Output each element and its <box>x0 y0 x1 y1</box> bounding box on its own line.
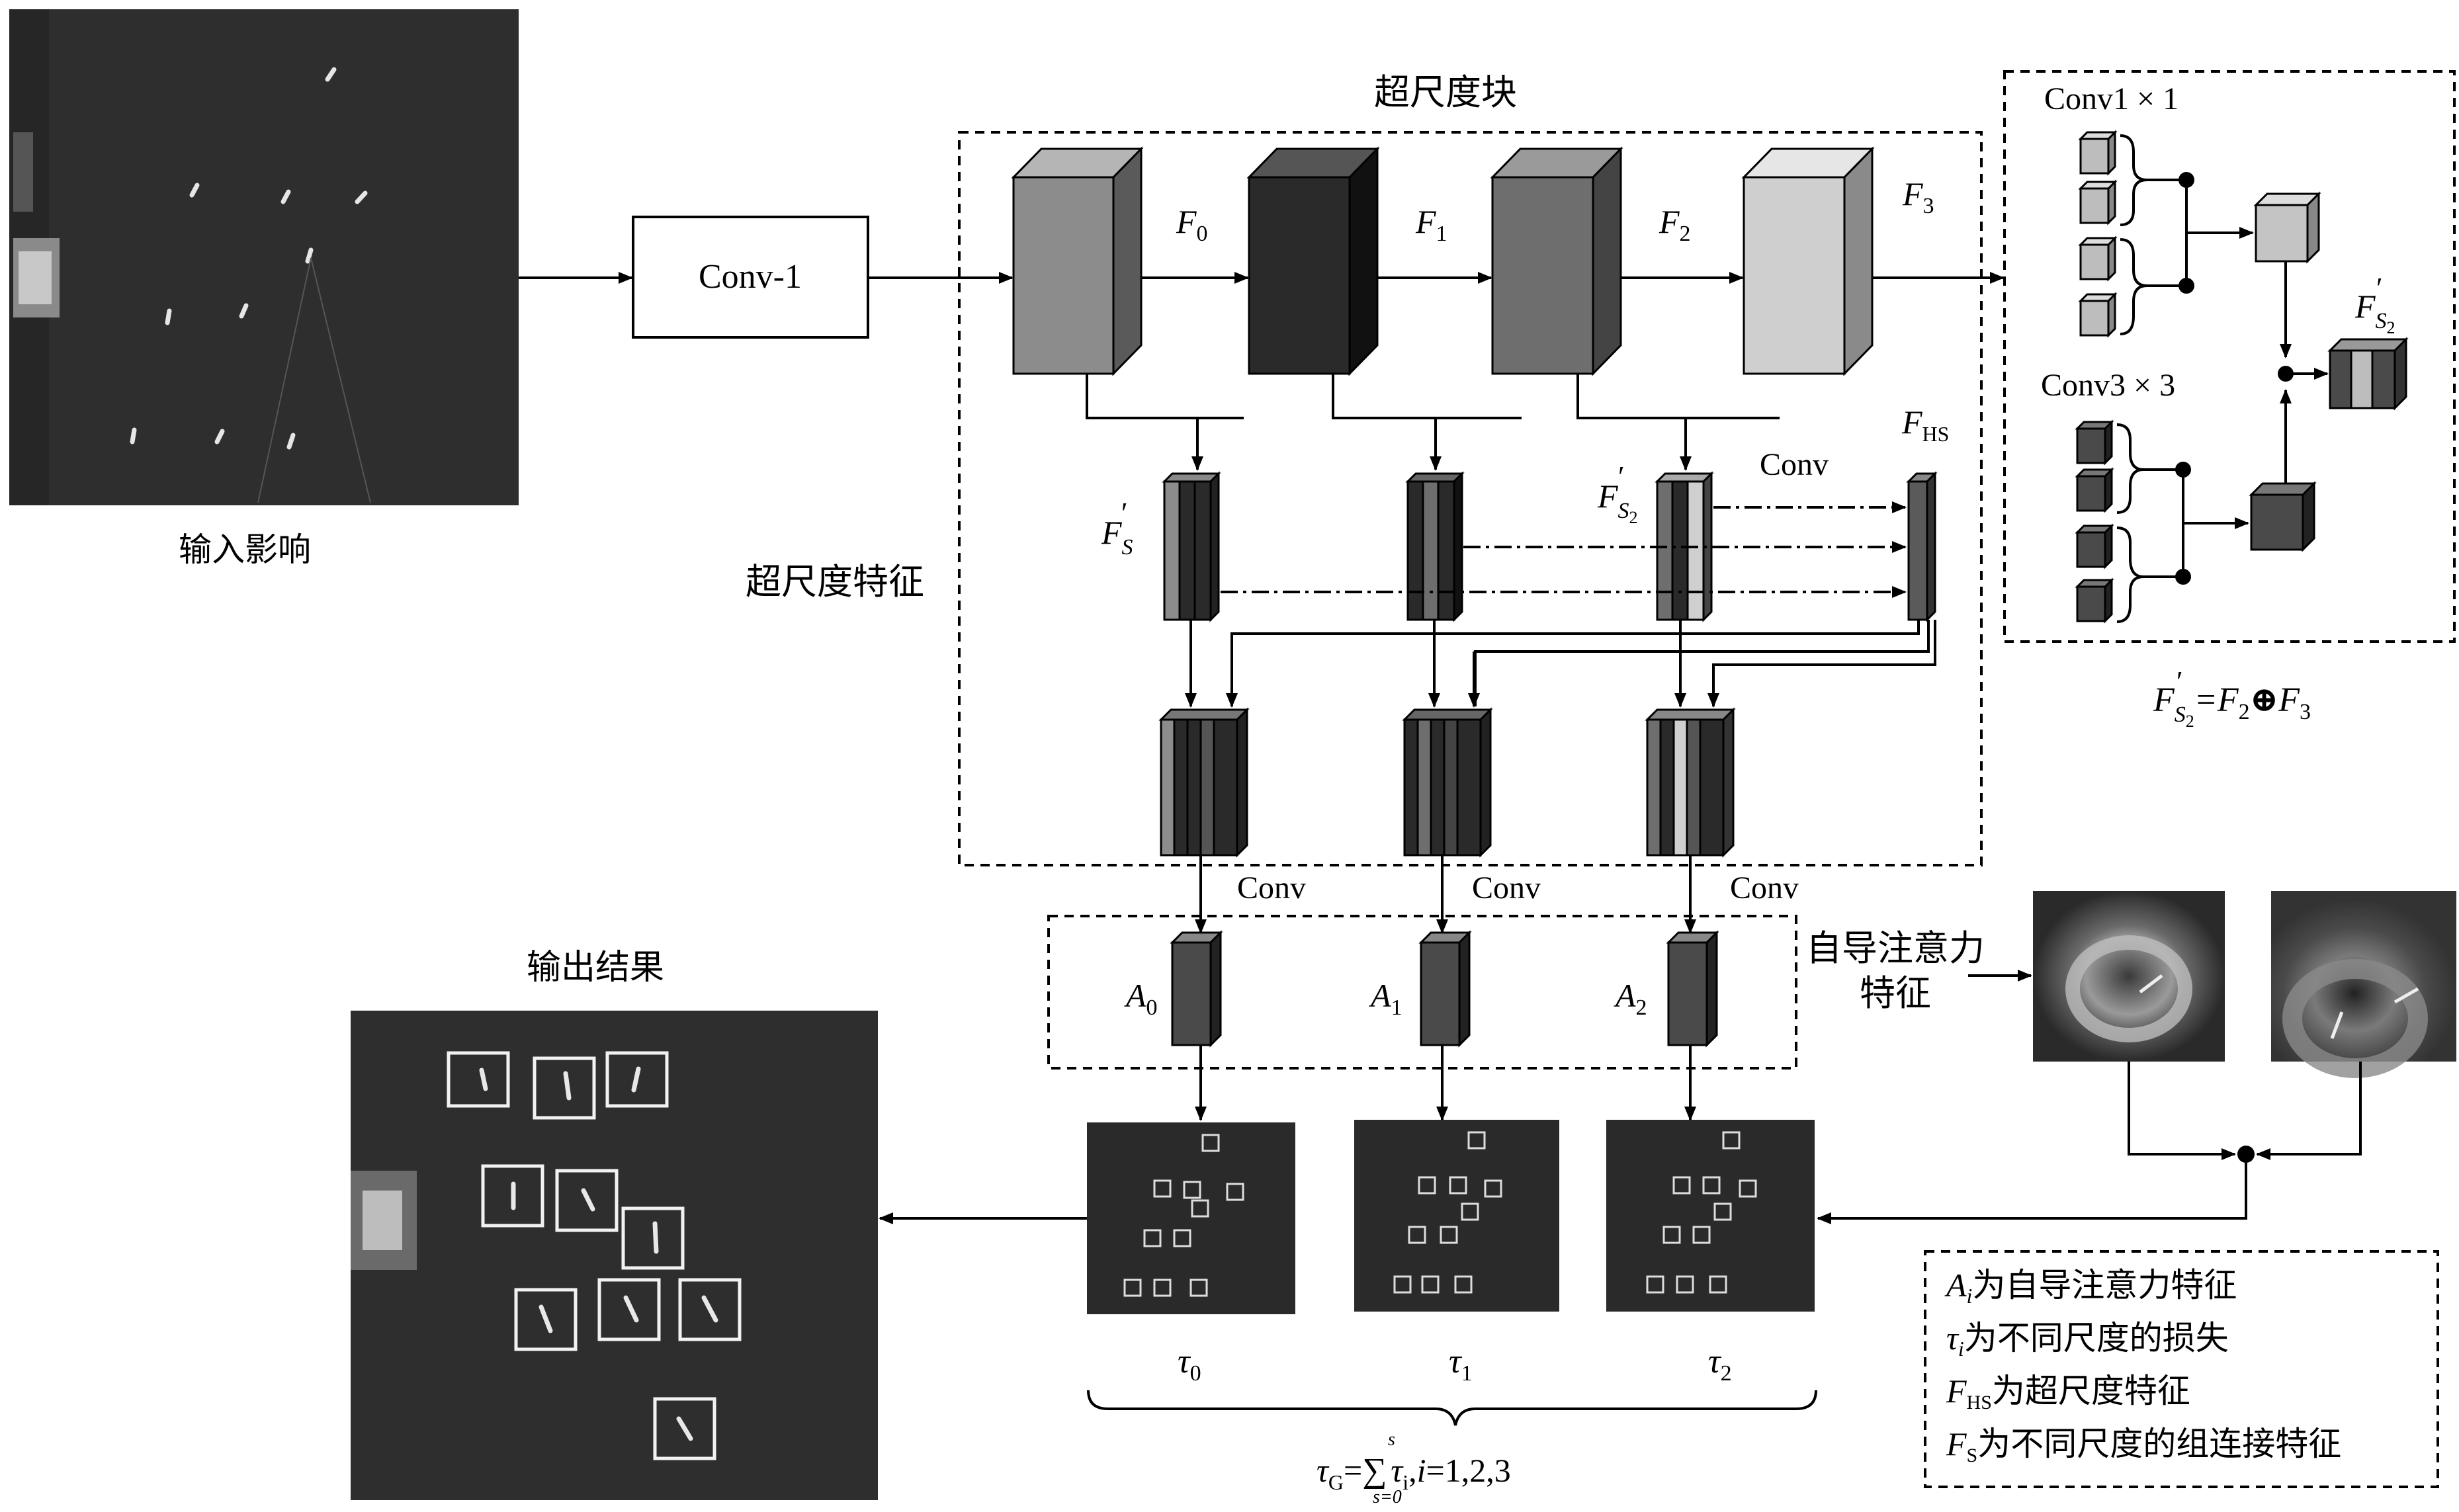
conv3x3-output-cube <box>2249 481 2317 552</box>
label-conv-top: Conv <box>1760 447 1829 482</box>
self-attention-label-2: 特征 <box>1860 974 1931 1013</box>
dashdot-to-fhs <box>1221 501 1907 598</box>
conv3x3-inputs <box>2075 419 2114 624</box>
label-fs: FS <box>1101 514 1133 560</box>
result-thumb-0 <box>1087 1122 1295 1314</box>
concat-2 <box>1645 707 1736 858</box>
attention-cube-0 <box>1170 930 1223 1048</box>
legend-item-2: FHS为超尺度特征 <box>1946 1372 2190 1413</box>
conv3x3-label: Conv3 × 3 <box>2041 368 2175 403</box>
label-a0: A0 <box>1124 977 1158 1020</box>
heatmap-1 <box>2033 891 2225 1062</box>
input-caption: 输入影响 <box>179 531 311 568</box>
label-fs2-prime: ′ <box>1618 460 1625 493</box>
legend-frame <box>1924 1250 2439 1488</box>
stack-fs0 <box>1162 471 1221 622</box>
label-fs2-detail: FS2 <box>2354 288 2395 337</box>
cube-f3-block <box>1741 146 1875 376</box>
conv-label-0: Conv <box>1237 870 1306 905</box>
super-block-frame <box>958 131 1983 866</box>
input-image <box>9 9 519 505</box>
conv1x1-inputs <box>2078 130 2118 338</box>
stack-fs2 <box>1655 471 1714 622</box>
label-f1: F1 <box>1415 203 1447 246</box>
concat-0 <box>1158 707 1250 858</box>
attention-cube-2 <box>1666 930 1719 1048</box>
legend-item-3: FS为不同尺度的组连接特征 <box>1946 1425 2341 1466</box>
label-f3: F3 <box>1902 175 1934 218</box>
label-tau2: τ2 <box>1708 1343 1732 1386</box>
stack-to-concat <box>1185 620 1936 708</box>
label-a1: A1 <box>1369 977 1402 1020</box>
label-fs-prime: ′ <box>1121 497 1128 529</box>
legend-item-1: τi为不同尺度的损失 <box>1946 1320 2229 1361</box>
conv-detail-frame <box>2003 70 2456 643</box>
label-f2: F2 <box>1659 203 1691 246</box>
self-attention-label-1: 自导注意力 <box>1806 929 1985 968</box>
tau-g-formula: τG=∑τi,i=1,2,3 <box>1316 1452 1511 1494</box>
heatmap-junction <box>2237 1146 2255 1163</box>
detail-connectors <box>2116 134 2329 623</box>
super-block-title: 超尺度块 <box>1374 73 1517 112</box>
fs2-equation-prime: ′ <box>2177 665 2183 698</box>
label-fhs: FHS <box>1901 403 1949 446</box>
conv1x1-label: Conv1 × 1 <box>2044 81 2179 116</box>
sum-upper: s <box>1388 1429 1395 1450</box>
concat-1 <box>1402 707 1493 858</box>
output-image <box>351 1011 878 1500</box>
super-feature-label: 超尺度特征 <box>746 562 924 602</box>
cube-connectors <box>1086 374 1780 419</box>
label-tau0: τ0 <box>1178 1343 1201 1386</box>
conv1-label: Conv-1 <box>699 258 802 296</box>
loss-brace <box>1087 1390 1817 1426</box>
cube-f0-block <box>1011 146 1144 376</box>
heatmap-connectors <box>1817 1062 2362 1224</box>
label-a2: A2 <box>1614 977 1647 1020</box>
result-thumb-2 <box>1606 1120 1815 1312</box>
conv1-box: Conv-1 <box>632 216 869 339</box>
fs2-output-stack <box>2327 337 2409 411</box>
conv-label-2: Conv <box>1730 870 1799 905</box>
cube-fhs <box>1906 471 1938 622</box>
conv-label-1: Conv <box>1472 870 1541 905</box>
label-fs2-detail-prime: ′ <box>2376 272 2383 304</box>
cube-f1-block <box>1246 146 1380 376</box>
conv1x1-output-cube <box>2253 191 2321 264</box>
label-f0: F0 <box>1176 203 1208 246</box>
label-tau1: τ1 <box>1449 1343 1473 1386</box>
cube-f2-block <box>1490 146 1623 376</box>
legend-item-0: Ai为自导注意力特征 <box>1944 1267 2237 1308</box>
fs2-equation: FS2=F2⊕F3 <box>2153 681 2311 731</box>
sum-lower: s=0 <box>1373 1487 1402 1507</box>
label-fs2: FS2 <box>1597 478 1638 527</box>
junction-dots <box>2175 172 2294 585</box>
heatmap-2 <box>2271 891 2456 1078</box>
stack-fs1 <box>1405 471 1465 622</box>
attention-frame <box>1047 915 1797 1070</box>
attention-cube-1 <box>1418 930 1472 1048</box>
output-caption: 输出结果 <box>527 949 664 987</box>
result-thumb-1 <box>1354 1120 1559 1312</box>
